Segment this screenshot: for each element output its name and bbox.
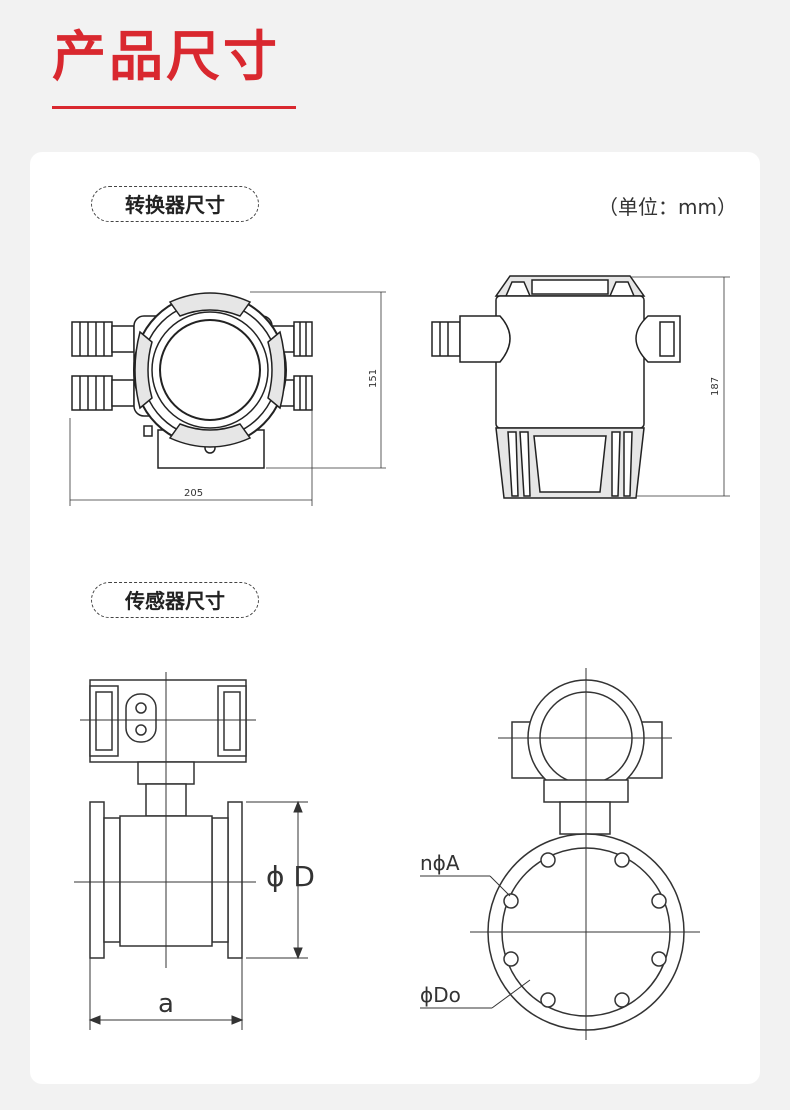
label-holes-nphiA: nϕA (420, 851, 460, 875)
converter-side-view (431, 275, 681, 499)
bolt-holes (503, 852, 667, 1008)
label-length-a: a (158, 989, 174, 1019)
converter-side-dimensions (630, 276, 730, 497)
page-title: 产品尺寸 (52, 25, 280, 88)
unit-label: （单位：mm） (598, 195, 737, 219)
sensor-side-centerlines (74, 672, 308, 1030)
dim-height-187: 187 (710, 377, 721, 396)
converter-front-dimensions (69, 291, 386, 506)
section-label-sensor: 传感器尺寸 (91, 582, 259, 618)
dim-height-151: 151 (368, 369, 379, 388)
label-outer-diameter-phiDo: ϕDo (420, 983, 461, 1007)
dim-width-205: 205 (184, 488, 203, 499)
label-diameter-D: ϕ D (266, 860, 315, 893)
converter-front-view (71, 292, 313, 469)
title-underline (52, 106, 296, 109)
section-label-converter: 转换器尺寸 (91, 186, 259, 222)
sensor-side-view (89, 679, 247, 959)
sensor-front-centerlines (420, 668, 700, 1040)
